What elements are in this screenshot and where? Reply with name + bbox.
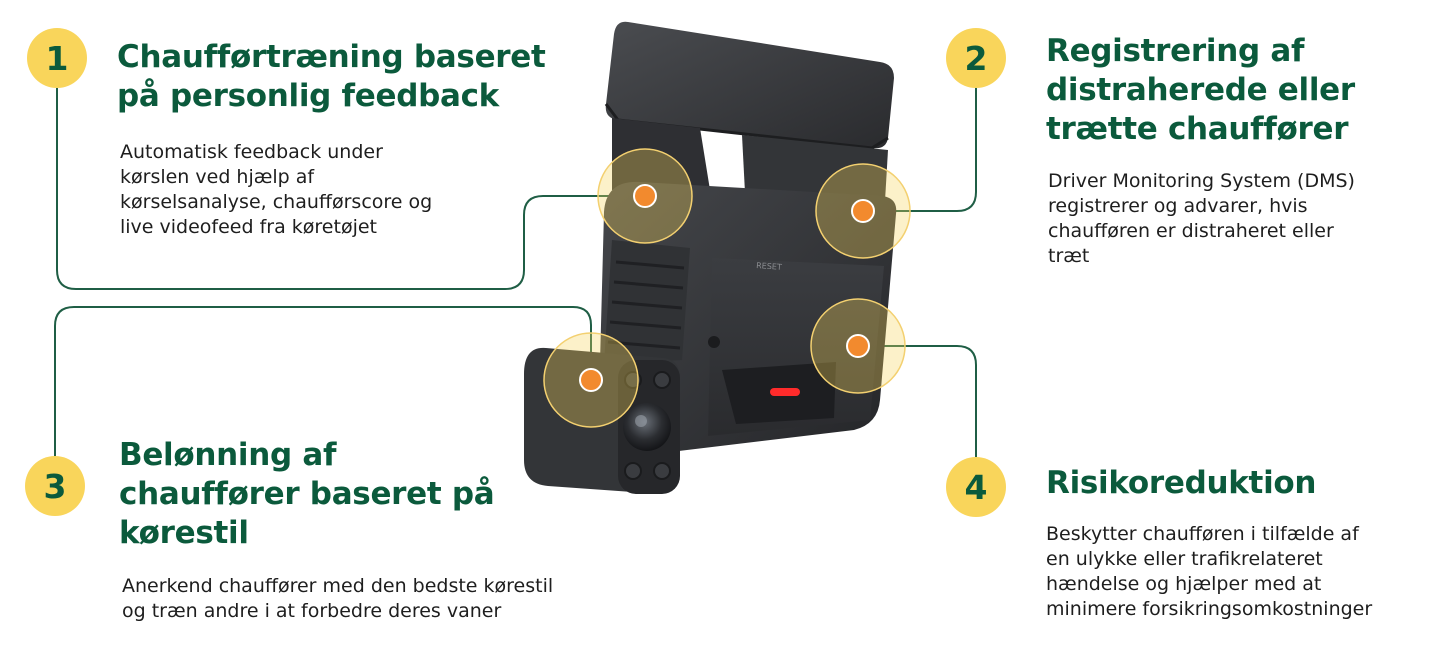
connector-line-1: [56, 88, 645, 290]
connector-line-3: [54, 306, 592, 457]
ir-led-top-right: [653, 371, 671, 389]
feature-2-title-line: trætte chauffører: [1046, 111, 1349, 147]
feature-4-number-badge: 4: [946, 457, 1006, 517]
feature-1-title: Chaufførtræning baseret på personlig fee…: [117, 38, 546, 116]
camera-lens: [623, 403, 671, 451]
feature-3-title-line: chauffører baseret på: [119, 476, 495, 512]
feature-1-description-line: kørslen ved hjælp af: [120, 166, 315, 188]
feature-4-description-line: minimere forsikringsomkostninger: [1046, 598, 1373, 620]
feature-2-description-line: registrerer og advarer, hvis: [1048, 195, 1308, 217]
feature-3-description: Anerkend chauffører med den bedste køres…: [122, 574, 553, 624]
feature-3-title: Belønning af chauffører baseret på køres…: [119, 436, 495, 553]
feature-2-description-line: Driver Monitoring System (DMS): [1048, 170, 1355, 192]
feature-3-description-line: og træn andre i at forbedre deres vaner: [122, 600, 502, 622]
connector-line-2: [865, 88, 977, 212]
feature-1-description: Automatisk feedback under kørslen ved hj…: [120, 140, 432, 240]
feature-4-description-line: Beskytter chaufføren i tilfælde af: [1046, 523, 1359, 545]
feature-1-description-line: kørselsanalyse, chaufførscore og: [120, 191, 433, 213]
feature-2-title: Registrering af distraherede eller trætt…: [1046, 32, 1355, 149]
camera-lens-glint: [635, 415, 647, 427]
feature-4-description-line: en ulykke eller trafikrelateret: [1046, 548, 1323, 570]
feature-3-description-line: Anerkend chauffører med den bedste køres…: [122, 575, 554, 597]
red-status-light: [770, 388, 800, 396]
reset-label: RESET: [756, 261, 782, 272]
feature-3-number-badge: 3: [25, 456, 85, 516]
ir-led-bottom-right: [653, 462, 671, 480]
mount-plate-edge: [604, 103, 889, 150]
connector-line-4: [858, 345, 977, 457]
feature-2-title-line: Registrering af: [1046, 33, 1305, 69]
side-grip: [604, 240, 690, 364]
feature-2-number-badge: 2: [946, 28, 1006, 88]
feature-4-description: Beskytter chaufføren i tilfælde af en ul…: [1046, 522, 1372, 622]
feature-2-title-line: distraherede eller: [1046, 72, 1355, 108]
hotspot-1: [597, 148, 693, 244]
feature-1-title-line: på personlig feedback: [117, 78, 499, 114]
feature-3-title-line: kørestil: [119, 515, 249, 551]
feature-4-title-line: Risikoreduktion: [1046, 465, 1317, 501]
feature-4-title: Risikoreduktion: [1046, 464, 1316, 503]
reset-button-hole: [708, 336, 720, 348]
feature-4-description-line: hændelse og hjælper med at: [1046, 573, 1322, 595]
feature-3-title-line: Belønning af: [119, 437, 337, 473]
feature-1-title-line: Chaufførtræning baseret: [117, 39, 546, 75]
feature-2-description-line: træt: [1048, 245, 1090, 267]
mount-plate: [605, 21, 894, 149]
hotspot-2: [815, 163, 911, 259]
feature-1-description-line: Automatisk feedback under: [120, 141, 383, 163]
ir-led-bottom-left: [624, 462, 642, 480]
feature-1-number-badge: 1: [27, 28, 87, 88]
ir-led-top-left: [624, 371, 642, 389]
feature-1-description-line: live videofeed fra køretøjet: [120, 216, 377, 238]
feature-2-description-line: chaufføren er distraheret eller: [1048, 220, 1334, 242]
hotspot-3: [543, 332, 639, 428]
hotspot-4: [810, 298, 906, 394]
feature-2-description: Driver Monitoring System (DMS) registrer…: [1048, 169, 1355, 269]
